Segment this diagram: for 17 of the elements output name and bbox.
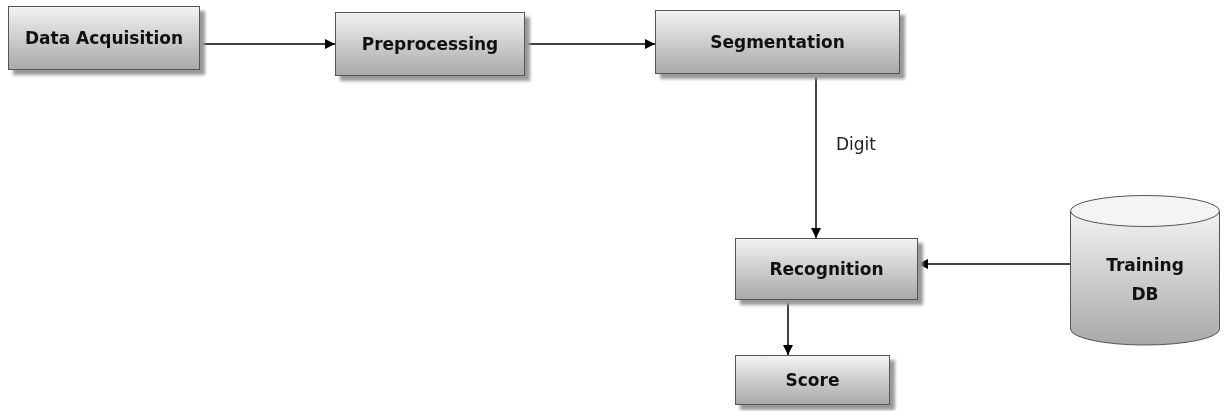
process-box xyxy=(735,238,918,300)
node-label: Score xyxy=(785,368,840,392)
process-box xyxy=(8,6,200,70)
arrow xyxy=(917,259,1071,269)
process-box xyxy=(335,12,525,76)
node-label: Recognition xyxy=(769,257,884,281)
edge-label: Digit xyxy=(834,134,878,154)
node-label: Data Acquisition xyxy=(24,26,184,50)
process-box xyxy=(735,355,890,405)
node-label: Preprocessing xyxy=(361,32,499,56)
arrow xyxy=(199,39,336,49)
arrow xyxy=(783,299,793,356)
node-label: Training DB xyxy=(1106,255,1184,304)
arrow xyxy=(811,73,821,239)
arrow xyxy=(524,39,656,49)
node-label: Segmentation xyxy=(710,30,845,54)
process-box xyxy=(655,10,900,74)
